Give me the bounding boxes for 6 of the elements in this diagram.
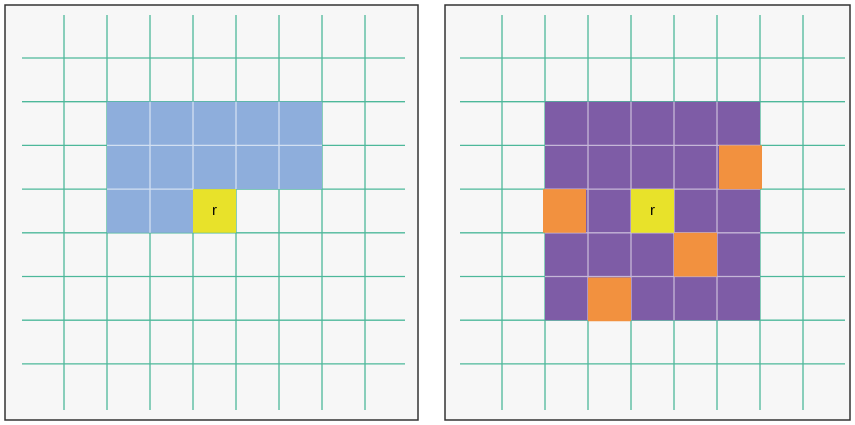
cell xyxy=(674,232,717,276)
cell xyxy=(543,189,586,233)
cell: r xyxy=(631,189,674,233)
cell: r xyxy=(193,189,236,233)
cell xyxy=(719,145,762,190)
cell xyxy=(588,278,631,322)
